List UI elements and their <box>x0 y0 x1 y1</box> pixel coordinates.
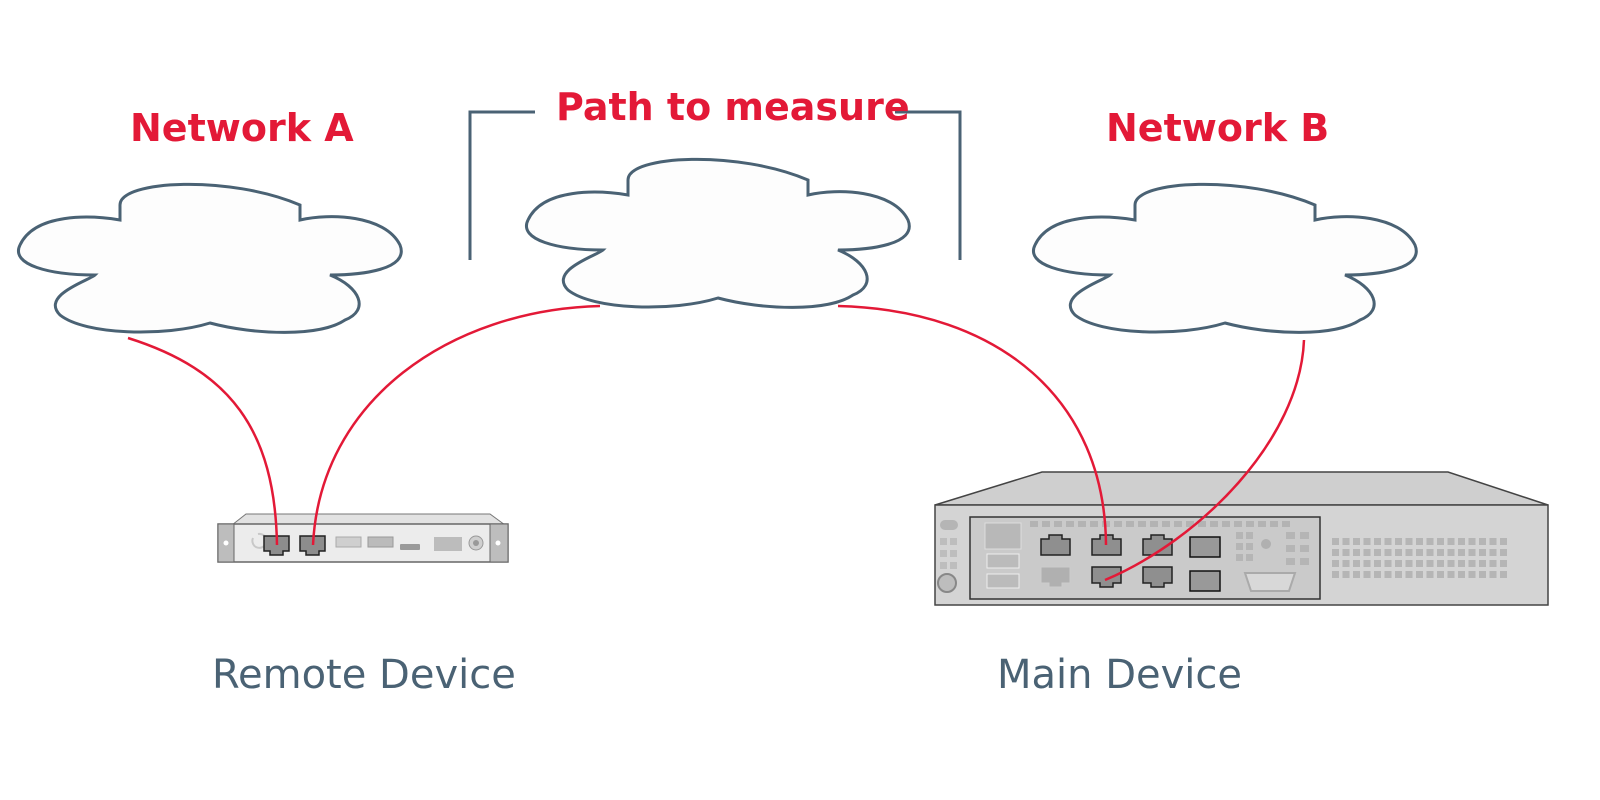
cloud-internet <box>524 157 911 309</box>
cable-internet-to-main <box>837 304 1108 546</box>
label-path-to-measure: Path to measure <box>556 85 910 129</box>
cable-network-b-to-main <box>1104 339 1306 582</box>
connections <box>127 304 1306 582</box>
label-network-a: Network A <box>130 106 354 150</box>
label-remote-device: Remote Device <box>212 652 516 698</box>
remote-device-image <box>217 513 509 563</box>
cloud-network-b <box>1031 182 1418 334</box>
mgmt-ports <box>1040 534 1173 588</box>
cloud-network-a <box>16 182 403 334</box>
rj45-port-2-icon <box>299 535 326 556</box>
cable-remote-to-internet <box>311 304 601 546</box>
label-network-b: Network B <box>1106 106 1330 150</box>
label-main-device: Main Device <box>997 652 1242 698</box>
rj45-port-1-icon <box>263 535 290 556</box>
cable-network-a-to-remote <box>127 336 279 546</box>
main-device-image <box>934 471 1549 606</box>
measure-bracket <box>468 110 962 260</box>
